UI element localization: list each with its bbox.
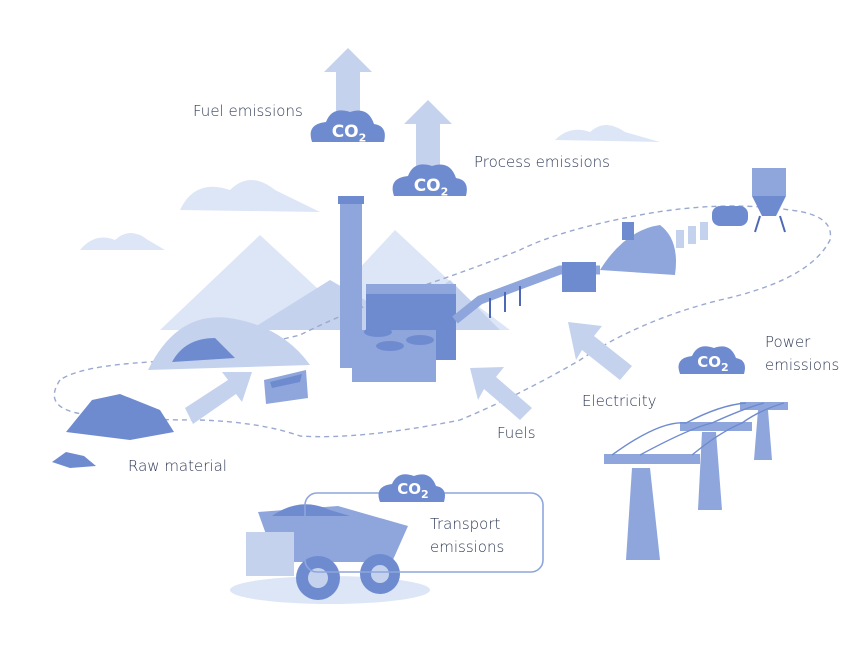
transport-co2-label: CO2	[384, 480, 442, 501]
silo-and-mill	[600, 168, 786, 275]
power-emissions-label-line1: Power	[765, 333, 811, 351]
process-emissions-label: Process emissions	[474, 153, 610, 171]
power-co2-cloud-icon	[678, 346, 745, 374]
co2-sub-text: 2	[358, 131, 367, 145]
chimney	[338, 196, 364, 368]
co2-main-text: CO	[331, 122, 359, 142]
process-co2-cloud-icon	[392, 164, 467, 196]
co2-sub-text: 2	[721, 361, 729, 374]
co2-main-text: CO	[697, 353, 722, 371]
process-emissions-arrow	[404, 100, 452, 168]
fuel-co2-cloud-icon	[310, 110, 385, 142]
transport-co2-cloud-icon	[378, 474, 445, 502]
transport-emissions-label-line2: emissions	[430, 538, 505, 556]
power-lines	[604, 402, 788, 560]
electricity-arrow	[568, 322, 632, 380]
fuels-label: Fuels	[497, 424, 536, 442]
process-co2-label: CO2	[400, 176, 462, 198]
hopper-bin	[264, 370, 308, 404]
background-clouds	[80, 125, 660, 250]
conveyor	[452, 262, 600, 324]
co2-sub-text: 2	[440, 185, 449, 199]
transport-emissions-label-line1: Transport	[430, 515, 501, 533]
power-emissions-label-line2: emissions	[765, 356, 840, 374]
power-co2-label: CO2	[684, 353, 742, 374]
raw-material-rocks	[52, 394, 174, 468]
plant-building	[352, 284, 456, 382]
plant-boundary	[53, 205, 832, 438]
raw-material-arrow	[185, 372, 252, 424]
fuel-emissions-arrow	[324, 48, 372, 118]
raw-material-storage-dome	[148, 317, 310, 370]
co2-main-text: CO	[413, 176, 441, 196]
fuel-co2-label: CO2	[318, 122, 380, 144]
raw-material-label: Raw material	[128, 457, 227, 475]
co2-main-text: CO	[397, 480, 422, 498]
fuels-arrow	[470, 367, 532, 420]
fuel-emissions-label: Fuel emissions	[193, 102, 303, 120]
co2-sub-text: 2	[421, 488, 429, 501]
dump-truck	[230, 504, 430, 604]
electricity-label: Electricity	[582, 392, 657, 410]
